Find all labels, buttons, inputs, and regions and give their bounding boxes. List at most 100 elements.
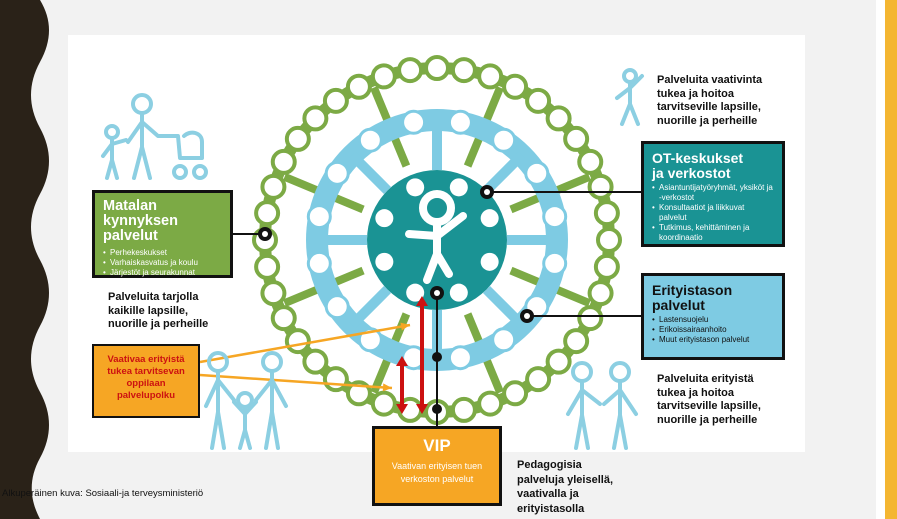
list-item: Lastensuojelu <box>652 315 774 325</box>
note-line: kaikille lapsille, <box>108 304 189 317</box>
person-waving-icon <box>615 68 644 126</box>
inner-bead <box>449 283 468 302</box>
note-top-right: Palveluita vaativinta tukea ja hoitoa ta… <box>657 74 762 128</box>
outer-bead <box>322 366 349 393</box>
demanding-line-2: tukea tarvitsevan <box>107 366 185 377</box>
special-list: Lastensuojelu Erikoissairaanhoito Muut e… <box>652 315 774 345</box>
middle-bead <box>524 160 550 186</box>
outer-bead <box>593 253 620 280</box>
low-threshold-list: Perhekeskukset Varhaiskasvatus ja koulu … <box>103 248 222 278</box>
orange-arrow-head <box>382 383 392 392</box>
outer-bead <box>370 63 397 90</box>
middle-bead <box>357 327 383 353</box>
blue-spoke <box>348 285 392 329</box>
outer-bead <box>545 105 572 132</box>
note-pedagogic: Pedagogisia palveluja yleisellä, vaativa… <box>517 458 613 516</box>
vip-title: VIP <box>423 436 451 455</box>
outer-bead <box>284 328 311 355</box>
connector-dot-inner <box>484 189 490 195</box>
middle-bead <box>306 204 332 230</box>
red-arrow-head <box>416 296 428 306</box>
outer-bead <box>260 280 287 307</box>
vip-line-2: verkoston palvelut <box>400 474 474 484</box>
outer-bead <box>596 227 622 253</box>
outer-bead <box>270 148 297 175</box>
demanding-line-3: oppilaan <box>126 378 166 389</box>
list-item: Erikoissairaanhoito <box>652 325 774 335</box>
ot-list: Asiantuntijatyöryhmät, yksiköt ja -verko… <box>652 183 774 243</box>
list-item: Tutkimus, kehittäminen ja koordinaatio <box>652 223 774 243</box>
outer-bead <box>563 328 590 355</box>
inner-bead <box>406 178 425 197</box>
red-arrow-head <box>396 404 408 414</box>
middle-bead <box>491 127 517 153</box>
list-item: Varhaiskasvatus ja koulu <box>103 258 222 268</box>
outer-bead <box>593 200 620 227</box>
low-threshold-title-1: Matalan <box>103 198 157 214</box>
orange-arrow-head <box>400 322 410 331</box>
note-line: tarvitseville lapsille, <box>657 400 761 412</box>
parents-icon <box>566 361 638 450</box>
list-item: Asiantuntijatyöryhmät, yksiköt ja -verko… <box>652 183 774 203</box>
low-threshold-title-3: palvelut <box>103 228 158 245</box>
note-line: tukea ja hoitoa <box>657 87 735 100</box>
ot-title-2: ja verkostot <box>652 164 731 181</box>
outer-bead <box>254 253 281 280</box>
outer-bead <box>260 173 287 200</box>
inner-bead <box>375 209 394 228</box>
outer-bead <box>450 396 477 423</box>
orange-arrow-shaft <box>199 323 411 364</box>
outer-bead <box>302 105 329 132</box>
outer-bead <box>345 73 372 100</box>
outer-bead <box>545 348 572 375</box>
note-line: vaativalla ja <box>517 488 579 500</box>
note-line: tukea ja hoitoa <box>657 386 735 399</box>
middle-bead <box>357 127 383 153</box>
note-line: nuorille ja perheille <box>657 413 758 426</box>
list-item: Perhekeskukset <box>103 248 222 258</box>
outer-bead <box>563 125 590 152</box>
inner-bead <box>480 209 499 228</box>
list-item: Järjestöt ja seurakunnat <box>103 268 222 278</box>
child-body <box>405 212 467 284</box>
middle-bead <box>306 250 332 276</box>
outer-bead <box>424 55 450 81</box>
outer-bead <box>587 280 614 307</box>
left-wavy-edge <box>0 0 49 519</box>
note-line: erityistasolla <box>517 502 585 515</box>
blue-spoke <box>348 151 392 195</box>
child-center-icon <box>405 190 467 284</box>
parents-with-child-icon <box>204 351 288 450</box>
connector-dot-inner <box>524 313 530 319</box>
outer-bead <box>450 57 477 84</box>
outer-bead <box>577 148 604 175</box>
red-arrow-head <box>416 404 428 414</box>
right-accent-strip <box>885 0 897 519</box>
image-credit: Alkuperäinen kuva: Sosiaali-ja terveysmi… <box>2 488 204 499</box>
middle-bead <box>324 294 350 320</box>
middle-bead <box>491 327 517 353</box>
note-line: nuorille ja perheille <box>108 318 209 330</box>
note-line: Pedagogisia <box>517 459 582 471</box>
right-white-strip <box>876 0 885 519</box>
outer-bead <box>270 305 297 332</box>
note-line: Palveluita vaativinta <box>657 74 763 86</box>
middle-bead <box>447 109 473 135</box>
person-family-icon <box>101 93 208 180</box>
outer-bead <box>525 87 552 114</box>
orange-arrow-shaft <box>199 373 393 390</box>
red-arrow-head <box>396 356 408 366</box>
note-line: tarvitseville lapsille, <box>657 101 761 113</box>
list-item: Muut erityistason palvelut <box>652 335 774 345</box>
outer-bead <box>577 305 604 332</box>
note-line: nuorille ja perheille <box>657 114 758 127</box>
vip-box: VIP Vaativan erityisen tuen verkoston pa… <box>372 426 502 506</box>
connector-dot <box>432 352 442 362</box>
blue-spoke <box>482 151 526 195</box>
outer-bead <box>302 348 329 375</box>
special-title-1: Erityistason <box>652 282 733 298</box>
special-title-2: palvelut <box>652 296 705 313</box>
outer-bead <box>254 200 281 227</box>
note-left: Palveluita tarjolla kaikille lapsille, n… <box>108 291 208 332</box>
outer-bead <box>322 87 349 114</box>
